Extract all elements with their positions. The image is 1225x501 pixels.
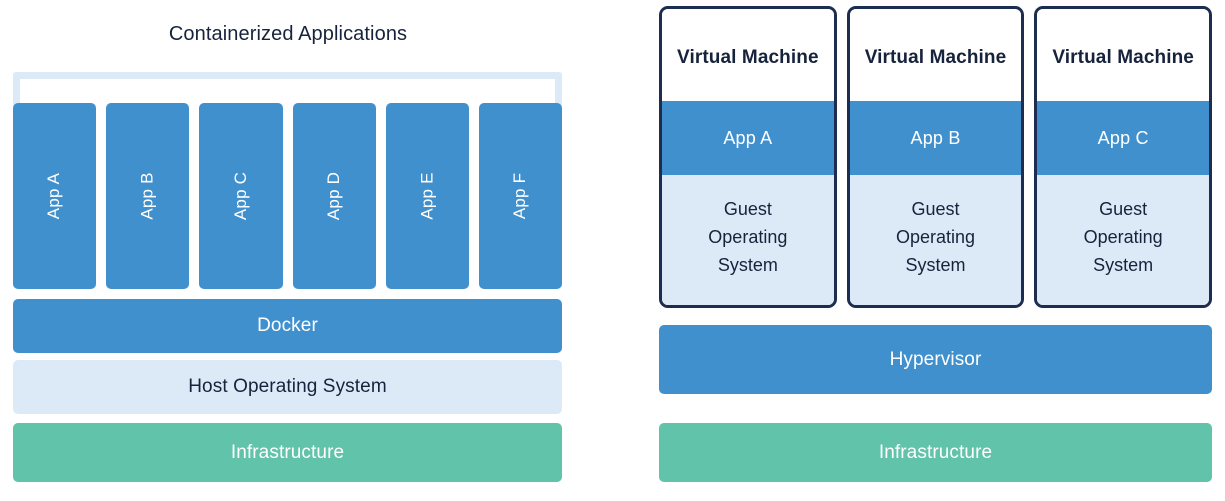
vm-guest-os-line: Operating: [708, 227, 788, 247]
hypervisor-layer[interactable]: Hypervisor: [659, 325, 1212, 394]
app-container-label: App C: [230, 171, 250, 221]
app-container-label: App D: [324, 171, 344, 221]
app-container-d[interactable]: App D: [292, 103, 376, 289]
vm-guest-os-line: Operating: [895, 227, 976, 247]
vm-guest-os-line: System: [717, 255, 778, 275]
app-container-row: App A App B App C App D App E App F: [13, 103, 563, 289]
virtual-machine-1[interactable]: Virtual Machine App A Guest Operating Sy…: [659, 6, 837, 308]
app-container-c[interactable]: App C: [199, 103, 283, 289]
virtual-machine-title: Virtual Machine: [1037, 9, 1210, 101]
virtual-machine-title: Virtual Machine: [662, 9, 834, 101]
app-container-label: App A: [44, 172, 64, 220]
vm-guest-os-line: System: [905, 255, 966, 275]
virtual-machines-panel: Virtual Machine App A Guest Operating Sy…: [612, 0, 1225, 501]
app-container-label: App B: [137, 172, 157, 220]
infrastructure-layer-containers[interactable]: Infrastructure: [13, 423, 562, 482]
vm-guest-os-line: Guest: [1099, 199, 1148, 219]
containers-bracket: [13, 72, 562, 106]
host-operating-system-layer[interactable]: Host Operating System: [13, 360, 562, 414]
app-container-label: App F: [510, 172, 530, 220]
containerized-applications-panel: Containerized Applications App A App B A…: [0, 0, 600, 501]
vm-guest-os-layer: Guest Operating System: [1037, 175, 1210, 305]
vm-guest-os-line: Operating: [1083, 227, 1163, 247]
virtual-machine-3[interactable]: Virtual Machine App C Guest Operating Sy…: [1034, 6, 1213, 308]
docker-layer[interactable]: Docker: [13, 299, 562, 353]
app-container-e[interactable]: App E: [385, 103, 469, 289]
vm-app-layer: App C: [1037, 101, 1210, 175]
vm-guest-os-line: Guest: [911, 199, 960, 219]
app-container-b[interactable]: App B: [106, 103, 190, 289]
app-container-label: App E: [417, 172, 437, 220]
app-container-f[interactable]: App F: [478, 103, 563, 289]
vm-guest-os-layer: Guest Operating System: [662, 175, 834, 305]
infrastructure-layer-vms[interactable]: Infrastructure: [659, 423, 1212, 482]
virtual-machine-title: Virtual Machine: [849, 9, 1022, 101]
vm-app-layer: App B: [849, 101, 1022, 175]
vm-guest-os-line: Guest: [723, 199, 772, 219]
vm-app-layer: App A: [662, 101, 834, 175]
virtual-machine-row: Virtual Machine App A Guest Operating Sy…: [659, 6, 1213, 308]
virtual-machine-2[interactable]: Virtual Machine App B Guest Operating Sy…: [846, 6, 1025, 308]
app-container-a[interactable]: App A: [13, 103, 97, 289]
vm-guest-os-line: System: [1093, 255, 1154, 275]
vm-guest-os-layer: Guest Operating System: [849, 175, 1022, 305]
page-title: Containerized Applications: [168, 23, 408, 45]
